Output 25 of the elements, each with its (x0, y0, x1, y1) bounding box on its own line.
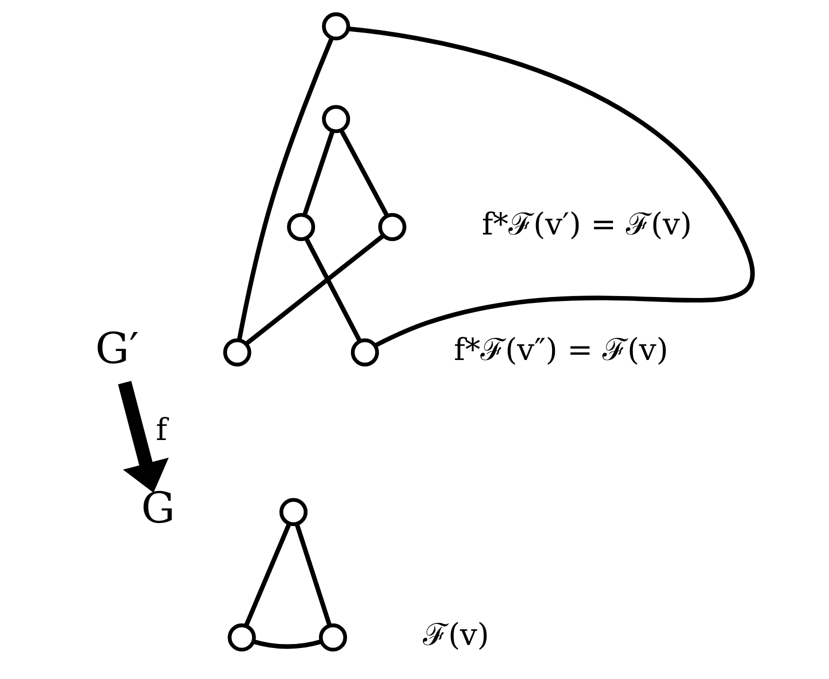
connector (244, 522, 292, 626)
connector (294, 523, 332, 626)
connector (304, 237, 362, 342)
node-circle (378, 212, 406, 242)
connector (302, 130, 335, 216)
node-text: G (141, 484, 176, 534)
connector (244, 234, 385, 346)
node-circle (322, 12, 350, 40)
connector (348, 26, 754, 348)
node-label: f*ℱ(v′) = ℱ(v) (482, 208, 692, 243)
node-circle (223, 338, 252, 366)
node-circle (279, 498, 308, 526)
node-circle (287, 212, 316, 242)
connector (237, 36, 334, 340)
node-circle (228, 623, 256, 652)
edge-label: f (156, 412, 168, 448)
connector (253, 639, 322, 649)
node-label: f*ℱ(v″) = ℱ(v) (454, 333, 668, 368)
node-circle (318, 623, 348, 652)
node-text: G′ (95, 324, 139, 374)
node-circle (322, 105, 350, 134)
connector (339, 129, 389, 217)
node-circle (350, 338, 379, 366)
node-label: ℱ(v) (423, 618, 490, 654)
arrow (118, 380, 169, 493)
